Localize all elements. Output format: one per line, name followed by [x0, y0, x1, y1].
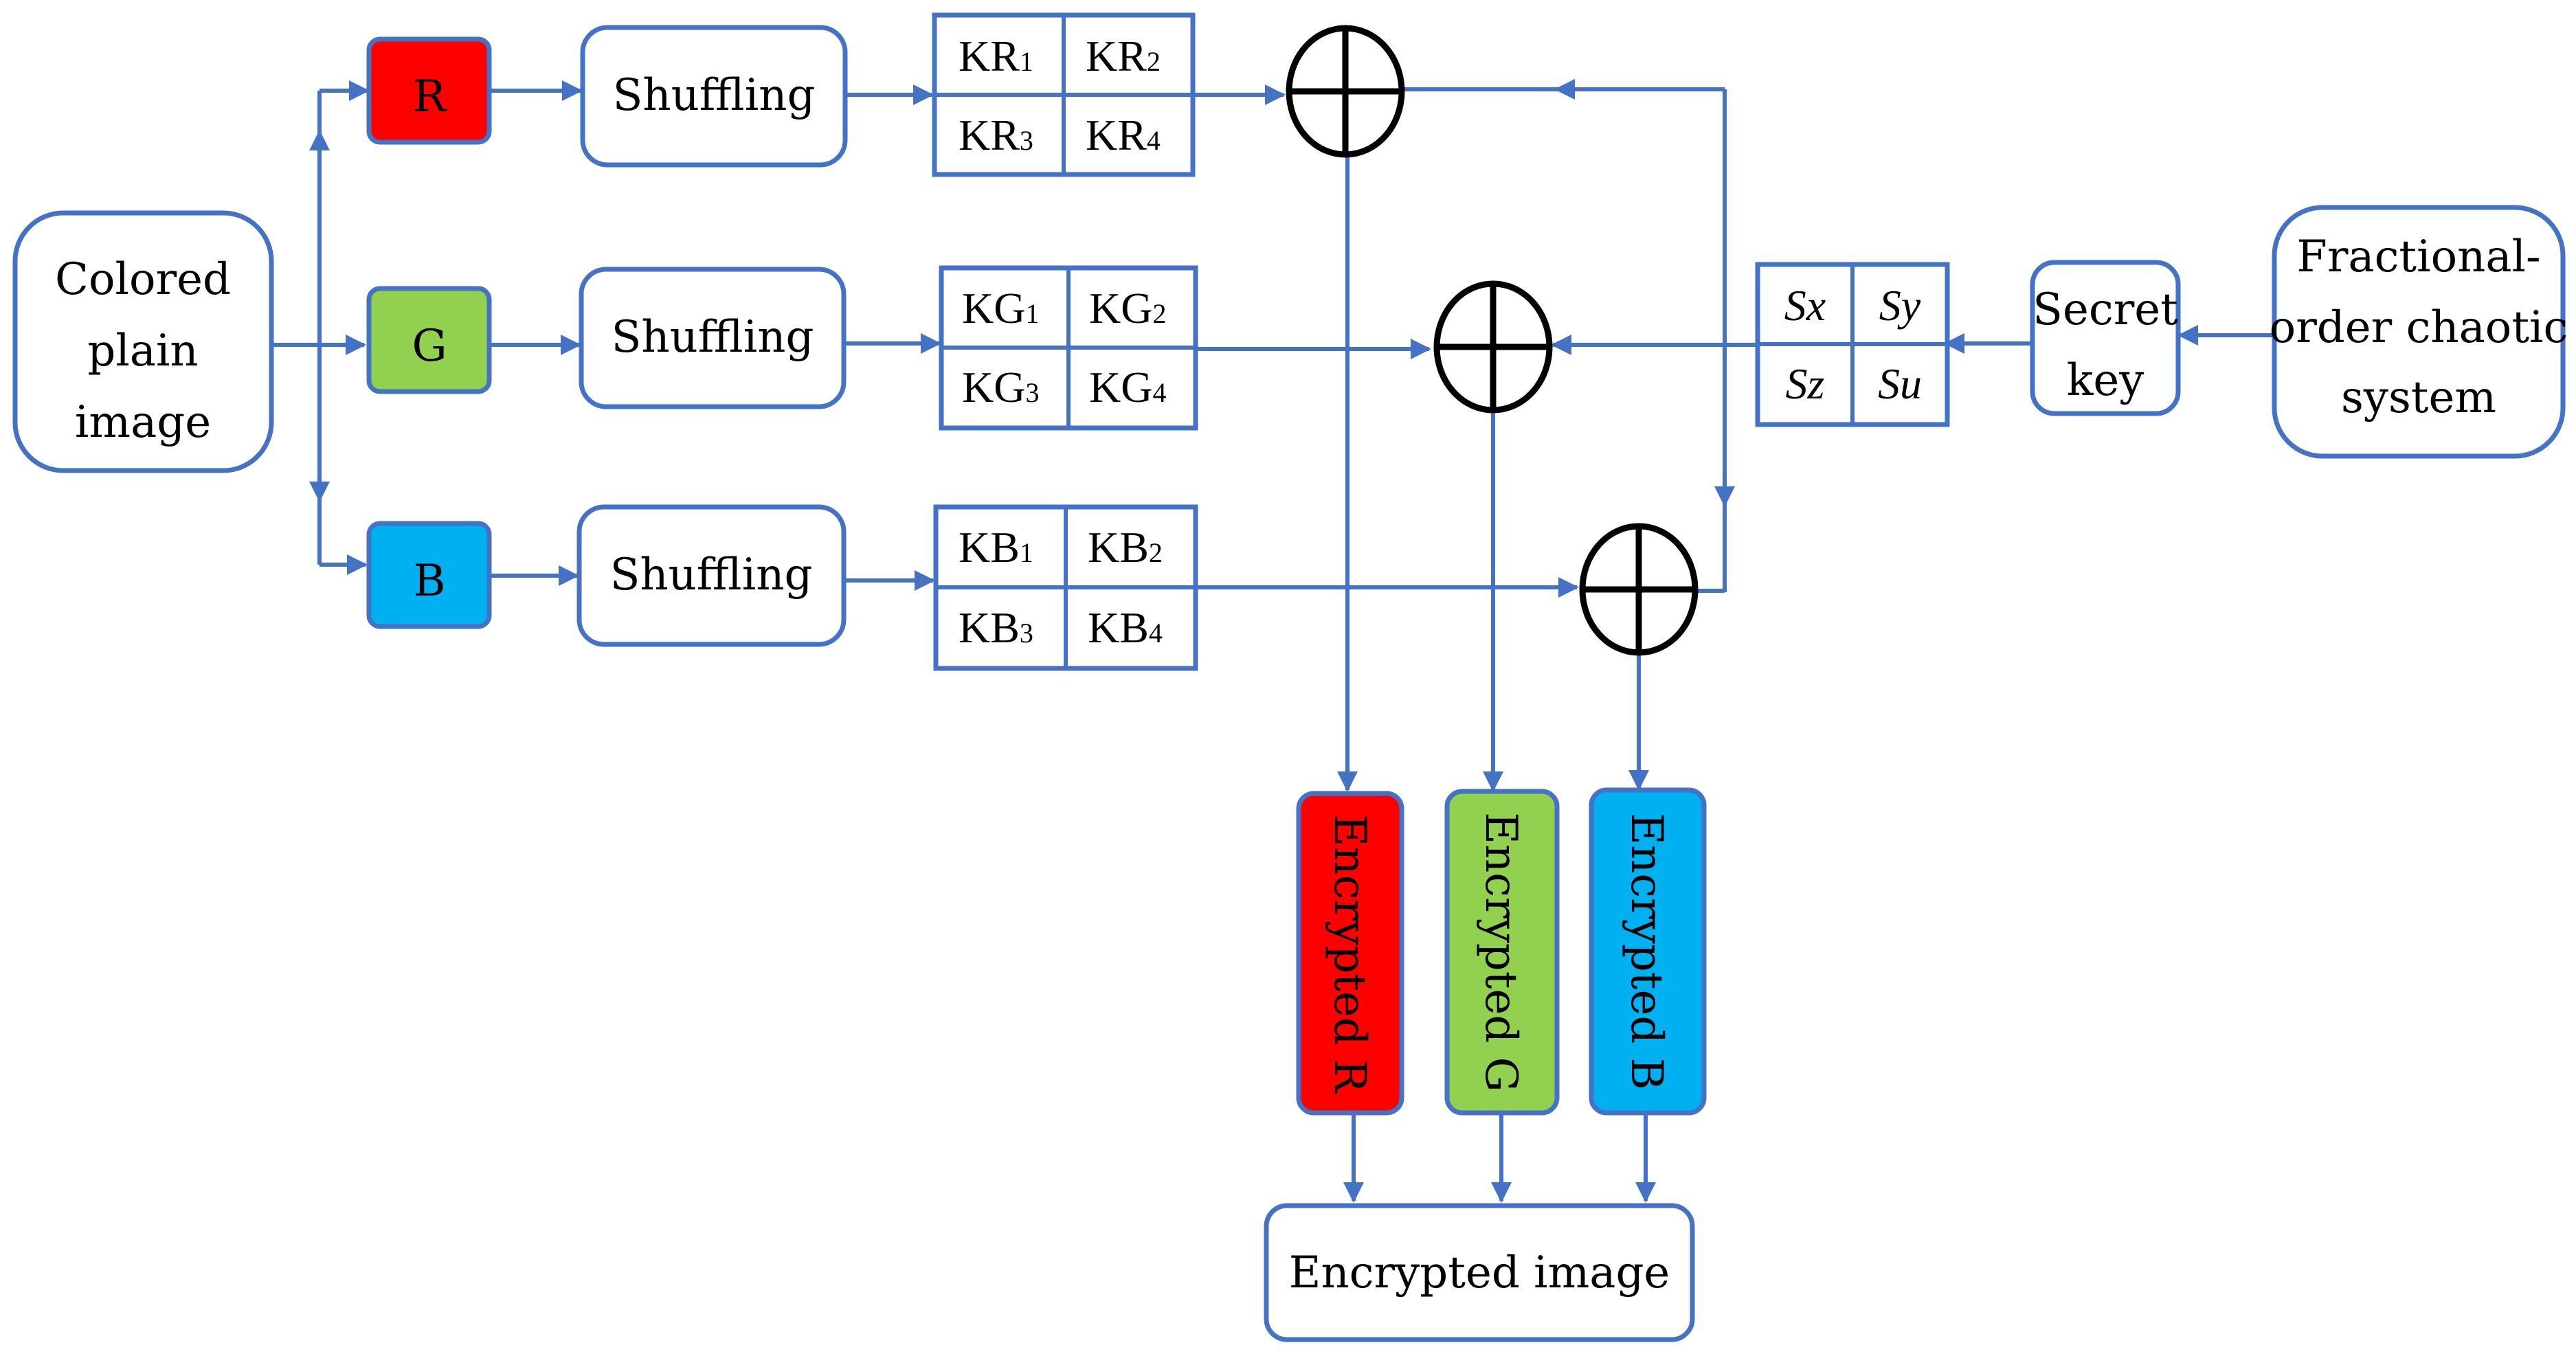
key-grid-g: KG1 KG2 KG3 KG4 — [939, 265, 1198, 431]
key-b-3-base: KB — [959, 603, 1020, 652]
input-line-3: image — [75, 397, 211, 448]
channel-r-label: R — [413, 71, 447, 122]
channel-b-box — [366, 521, 492, 629]
key-g-3-base: KG — [962, 363, 1025, 411]
encrypted-r-label: Encrypted R — [1324, 815, 1375, 1094]
key-b-4: KB4 — [1088, 603, 1163, 652]
sequence-grid: Sx Sy Sz Su — [1755, 262, 1950, 427]
key-b-2-base: KB — [1088, 523, 1149, 572]
key-g-4: KG4 — [1089, 363, 1166, 411]
shuffling-r-label: Shuffling — [613, 70, 816, 121]
shuffling-b-box — [576, 504, 847, 647]
secret-key-node: Secret key — [2030, 260, 2181, 416]
chaotic-system-line-3: system — [2341, 372, 2496, 423]
xor-r — [1286, 25, 1405, 158]
output-box — [1264, 1203, 1695, 1342]
input-box — [12, 210, 274, 473]
key-grid-b: KB1 KB2 KB3 KB4 — [933, 504, 1198, 671]
input-line-2: plain — [87, 326, 198, 376]
sequence-su: Su — [1878, 359, 1922, 408]
key-g-1: KG1 — [962, 284, 1039, 332]
encrypted-r-box — [1296, 791, 1404, 1116]
channel-r-box — [366, 36, 492, 145]
key-g-1-sub: 1 — [1025, 298, 1039, 329]
shuffling-r: Shuffling — [580, 25, 848, 168]
key-g-2: KG2 — [1089, 284, 1166, 332]
sequence-sx: Sx — [1784, 281, 1826, 330]
key-b-2-sub: 2 — [1149, 537, 1163, 568]
channel-g: G — [366, 286, 492, 394]
secret-key-line-2: key — [2067, 355, 2144, 406]
key-r-4-sub: 4 — [1147, 125, 1161, 156]
encrypted-r: Encrypted R — [1296, 791, 1404, 1116]
encrypted-b-box — [1589, 787, 1707, 1116]
key-b-1-sub: 1 — [1020, 537, 1033, 568]
shuffling-r-box — [580, 25, 848, 168]
key-b-4-sub: 4 — [1149, 618, 1163, 648]
key-r-3-base: KR — [959, 111, 1020, 159]
secret-key-box — [2030, 260, 2181, 416]
shuffling-b-label: Shuffling — [610, 550, 813, 600]
key-r-3: KR3 — [959, 111, 1033, 159]
key-r-3-sub: 3 — [1020, 125, 1033, 156]
key-r-4: KR4 — [1086, 111, 1161, 159]
chaotic-system-node: Fractional- order chaotic system — [2270, 205, 2568, 459]
key-g-3-sub: 3 — [1025, 377, 1039, 408]
key-r-2-sub: 2 — [1147, 46, 1161, 77]
key-g-4-base: KG — [1089, 363, 1152, 411]
key-r-1-base: KR — [959, 32, 1020, 80]
key-g-2-sub: 2 — [1152, 298, 1166, 329]
key-b-2: KB2 — [1088, 523, 1163, 572]
key-b-3-sub: 3 — [1020, 618, 1033, 648]
channel-g-label: G — [412, 321, 447, 372]
key-r-1-sub: 1 — [1020, 46, 1033, 77]
key-r-1: KR1 — [959, 32, 1033, 80]
output-node: Encrypted image — [1264, 1203, 1695, 1342]
chaotic-system-line-1: Fractional- — [2296, 232, 2540, 282]
input-node: Colored plain image — [12, 210, 274, 473]
key-grid-r: KR1 KR2 KR3 KR4 — [932, 12, 1196, 177]
sequence-sz: Sz — [1786, 359, 1825, 408]
key-b-4-base: KB — [1088, 603, 1149, 652]
shuffling-g: Shuffling — [579, 267, 847, 409]
key-g-2-base: KG — [1089, 284, 1152, 332]
key-b-1-base: KB — [959, 523, 1020, 572]
encrypted-b: Encrypted B — [1589, 787, 1707, 1116]
xor-b — [1579, 523, 1699, 656]
connectors — [271, 79, 2272, 1203]
channel-r: R — [366, 36, 492, 145]
shuffling-b: Shuffling — [576, 504, 847, 647]
key-g-3: KG3 — [962, 363, 1039, 411]
sequence-sy: Sy — [1879, 281, 1921, 330]
shuffling-g-box — [579, 267, 847, 409]
key-r-4-base: KR — [1086, 111, 1147, 159]
key-g-1-base: KG — [962, 284, 1025, 332]
key-b-3: KB3 — [959, 603, 1033, 652]
encrypted-g-box — [1444, 789, 1560, 1116]
secret-key-line-1: Secret — [2032, 284, 2178, 335]
channel-b: B — [366, 521, 492, 629]
key-r-2: KR2 — [1086, 32, 1161, 80]
key-g-4-sub: 4 — [1152, 377, 1166, 408]
chaotic-system-box — [2272, 205, 2566, 459]
channel-g-box — [366, 286, 492, 394]
output-label: Encrypted image — [1289, 1248, 1670, 1298]
encrypted-g: Encrypted G — [1444, 789, 1560, 1116]
chaotic-system-line-2: order chaotic — [2270, 302, 2568, 353]
key-b-1: KB1 — [959, 523, 1033, 572]
encrypted-g-label: Encrypted G — [1475, 812, 1526, 1092]
xor-g — [1433, 280, 1553, 414]
channel-b-label: B — [413, 556, 445, 607]
key-r-2-base: KR — [1086, 32, 1147, 80]
input-line-1: Colored — [55, 254, 231, 305]
encrypted-b-label: Encrypted B — [1621, 813, 1672, 1090]
shuffling-g-label: Shuffling — [612, 312, 814, 363]
